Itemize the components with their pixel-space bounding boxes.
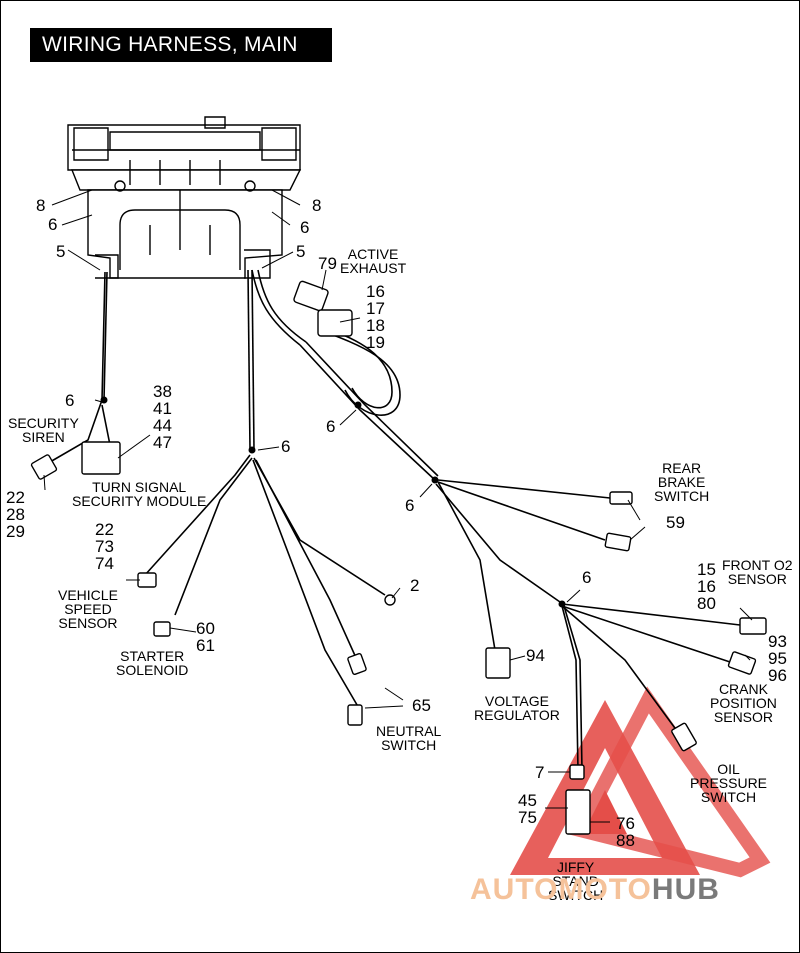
connectors — [30, 280, 767, 835]
callout-59: 59 — [666, 513, 685, 532]
callout-6-right: 6 — [300, 218, 310, 237]
callout-6-mid: 6 — [281, 437, 291, 456]
callout-60-61: 60 61 — [196, 619, 215, 655]
callout-45-75: 45 75 — [518, 791, 537, 827]
callout-94: 94 — [526, 646, 545, 665]
callout-6-siren: 6 — [65, 391, 75, 410]
label-crank-position-sensor: CRANK POSITION SENSOR — [710, 681, 777, 725]
harness-wires — [49, 269, 741, 771]
callout-38-41-44-47: 38 41 44 47 — [153, 382, 172, 452]
callout-5-left: 5 — [56, 242, 66, 261]
title-box — [30, 28, 332, 62]
label-jiffy-stand-switch: JIFFY STAND SWITCH — [548, 859, 604, 903]
label-voltage-regulator: VOLTAGE REGULATOR — [474, 693, 560, 723]
leader-lines — [43, 189, 753, 823]
label-starter-solenoid: STARTER SOLENOID — [116, 648, 189, 678]
control-module-tray — [67, 116, 302, 279]
label-oil-pressure-switch: OIL PRESSURE SWITCH — [690, 761, 768, 805]
callout-8-left: 8 — [36, 196, 46, 215]
callout-93-95-96: 93 95 96 — [768, 632, 787, 685]
label-turn-signal-security-module: TURN SIGNAL SECURITY MODULE — [72, 479, 207, 509]
callout-76-88: 76 88 — [616, 814, 635, 850]
watermark-left: AUTOMOTO — [470, 873, 652, 906]
label-front-o2-sensor: FRONT O2 SENSOR — [722, 557, 793, 587]
clips — [100, 396, 566, 608]
callout-6-branch: 6 — [582, 568, 592, 587]
callout-15-16-80: 15 16 80 — [697, 560, 716, 613]
callout-2: 2 — [410, 576, 420, 595]
callout-5-right: 5 — [296, 242, 306, 261]
label-rear-brake-switch: REAR BRAKE SWITCH — [654, 460, 710, 504]
watermark-text: AUTOMOTOHUB — [470, 873, 720, 907]
callout-6-exhaust: 6 — [326, 417, 336, 436]
label-neutral-switch: NEUTRAL SWITCH — [376, 723, 442, 753]
label-security-siren: SECURITY SIREN — [8, 415, 79, 445]
callout-65: 65 — [412, 696, 431, 715]
callout-8-right: 8 — [312, 196, 322, 215]
callout-22-73-74: 22 73 74 — [95, 520, 114, 573]
label-active-exhaust: ACTIVE EXHAUST — [340, 246, 407, 276]
callout-6-junction: 6 — [405, 496, 415, 515]
callout-16-17-18-19: 16 17 18 19 — [366, 282, 385, 352]
diagram-title: WIRING HARNESS, MAIN — [42, 33, 298, 56]
watermark-right: HUB — [651, 873, 720, 906]
callout-79: 79 — [318, 254, 337, 273]
label-vehicle-speed-sensor: VEHICLE SPEED SENSOR — [58, 587, 118, 631]
callout-6-left: 6 — [48, 215, 58, 234]
callout-7: 7 — [535, 763, 545, 782]
callout-22-28-29: 22 28 29 — [6, 488, 25, 541]
